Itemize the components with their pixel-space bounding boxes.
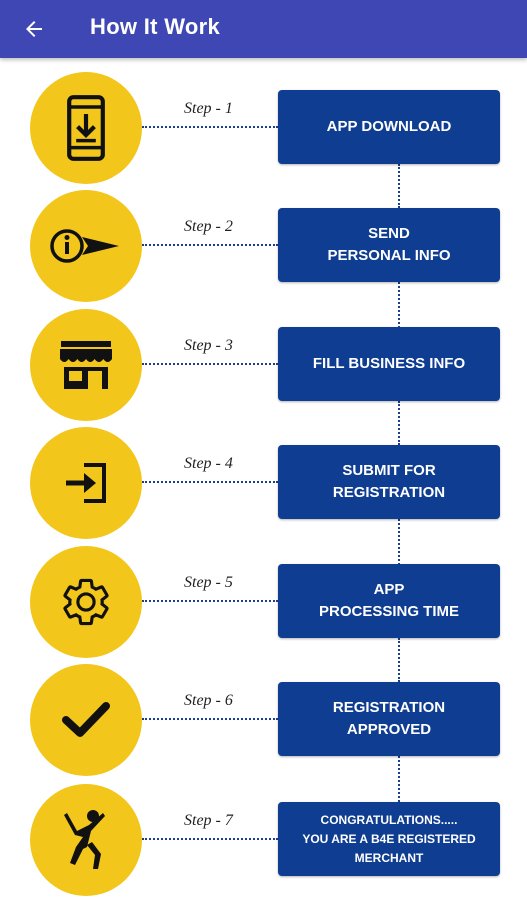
- connector-line: [398, 282, 400, 328]
- page-title: How It Work: [90, 14, 221, 39]
- info-pointer-icon: [50, 229, 119, 263]
- arrow-left-icon: [26, 21, 42, 37]
- step-4: Step - 4 SUBMIT FOR REGISTRATION: [0, 427, 527, 539]
- connector-line: [398, 638, 400, 682]
- connector-line: [398, 519, 400, 565]
- step-label: Step - 5: [184, 574, 233, 591]
- step-icon-circle: [30, 72, 142, 184]
- celebrating-person-icon: [64, 810, 105, 869]
- step-box[interactable]: SUBMIT FOR REGISTRATION: [278, 445, 500, 519]
- step-7: Step - 7 CONGRATULATIONS..... YOU ARE A …: [0, 784, 527, 896]
- connector-line: [398, 401, 400, 445]
- step-icon-circle: [30, 784, 142, 896]
- step-6: Step - 6 REGISTRATION APPROVED: [0, 664, 527, 776]
- step-text: SUBMIT FOR REGISTRATION: [332, 462, 446, 501]
- step-text: CONGRATULATIONS..... YOU ARE A B4E REGIS…: [302, 812, 476, 865]
- connector-dotted-line: [142, 600, 278, 602]
- back-button[interactable]: [14, 10, 54, 48]
- connector-line: [398, 164, 400, 208]
- step-label: Step - 7: [184, 812, 233, 829]
- gear-icon: [63, 578, 109, 626]
- connector-line: [398, 756, 400, 802]
- phone-download-icon: [67, 95, 105, 161]
- step-text: APP DOWNLOAD: [326, 118, 452, 135]
- step-label: Step - 1: [184, 100, 233, 117]
- connector-dotted-line: [142, 718, 278, 720]
- step-icon-circle: [30, 546, 142, 658]
- step-box[interactable]: APP DOWNLOAD: [278, 90, 500, 164]
- step-text: SEND PERSONAL INFO: [327, 225, 451, 264]
- step-box[interactable]: REGISTRATION APPROVED: [278, 682, 500, 756]
- step-icon-circle: [30, 427, 142, 539]
- step-text: APP PROCESSING TIME: [318, 581, 460, 620]
- step-3: Step - 3 FILL BUSINESS INFO: [0, 309, 527, 421]
- step-label: Step - 6: [184, 692, 233, 709]
- checkmark-icon: [62, 702, 110, 737]
- step-box[interactable]: FILL BUSINESS INFO: [278, 327, 500, 401]
- connector-dotted-line: [142, 481, 278, 483]
- app-bar: How It Work: [0, 0, 527, 58]
- step-1: Step - 1 APP DOWNLOAD: [0, 72, 527, 184]
- step-icon-circle: [30, 664, 142, 776]
- step-5: Step - 5 APP PROCESSING TIME: [0, 546, 527, 658]
- step-label: Step - 3: [184, 337, 233, 354]
- step-text: FILL BUSINESS INFO: [312, 355, 466, 372]
- step-icon-circle: [30, 309, 142, 421]
- connector-dotted-line: [142, 363, 278, 365]
- sign-in-icon: [66, 463, 106, 503]
- step-box[interactable]: APP PROCESSING TIME: [278, 564, 500, 638]
- connector-dotted-line: [142, 244, 278, 246]
- step-label: Step - 4: [184, 455, 233, 472]
- step-text: REGISTRATION APPROVED: [332, 699, 446, 738]
- connector-dotted-line: [142, 126, 278, 128]
- connector-dotted-line: [142, 838, 278, 840]
- step-2: Step - 2 SEND PERSONAL INFO: [0, 190, 527, 302]
- step-label: Step - 2: [184, 218, 233, 235]
- step-box[interactable]: SEND PERSONAL INFO: [278, 208, 500, 282]
- store-icon: [60, 341, 112, 389]
- step-box[interactable]: CONGRATULATIONS..... YOU ARE A B4E REGIS…: [278, 802, 500, 876]
- step-icon-circle: [30, 190, 142, 302]
